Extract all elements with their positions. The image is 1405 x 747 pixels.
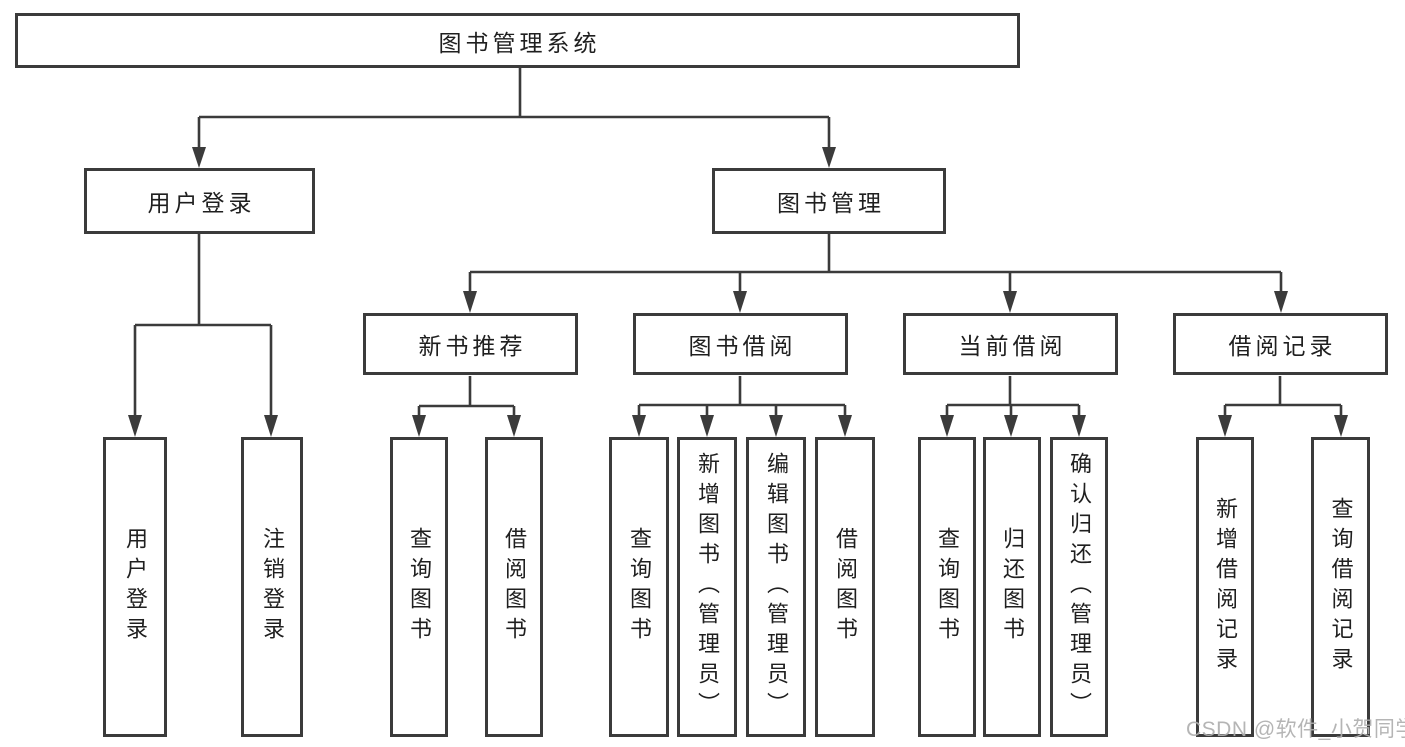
node-confirm-return-admin: 确认归还（管理员） [1050,437,1108,737]
node-library-system: 图书管理系统 [15,13,1020,68]
node-label: 查询图书 [935,527,960,647]
node-add-borrow-record: 新增借阅记录 [1196,437,1254,737]
node-label: 借阅图书 [833,527,858,647]
node-label: 用户登录 [123,527,148,647]
node-current-borrow: 当前借阅 [903,313,1118,375]
node-book-borrow: 图书借阅 [633,313,848,375]
node-logout-op: 注销登录 [241,437,303,737]
node-label: 新增图书（管理员） [695,452,720,722]
node-label: 借阅记录 [1228,333,1337,359]
node-query-borrow-record: 查询借阅记录 [1311,437,1370,737]
edges-book-management [463,234,1288,313]
edges-current-borrow [940,376,1086,437]
node-label: 查询借阅记录 [1328,497,1354,677]
node-new-book-recommend: 新书推荐 [363,313,578,375]
node-borrow-books-recommend: 借阅图书 [485,437,543,737]
node-label: 新书推荐 [418,333,527,359]
edges-new-book-recommend [412,376,521,437]
node-edit-books-admin: 编辑图书（管理员） [746,437,806,737]
node-label: 归还图书 [1000,527,1025,647]
node-user-login-op: 用户登录 [103,437,167,737]
node-label: 编辑图书（管理员） [764,452,789,722]
node-add-books-admin: 新增图书（管理员） [677,437,737,737]
node-label: 用户登录 [147,190,256,216]
node-book-management: 图书管理 [712,168,946,234]
node-query-books-current: 查询图书 [918,437,976,737]
edges-borrow-records [1218,376,1348,437]
node-label: 新增借阅记录 [1213,497,1238,677]
edges-user-login [128,234,278,437]
node-label: 借阅图书 [502,527,527,647]
node-label: 当前借阅 [958,333,1067,359]
edges-book-borrow [632,376,852,437]
watermark-text: CSDN @软件_小贺同学 [1186,718,1405,741]
node-borrow-books-op: 借阅图书 [815,437,875,737]
node-label: 图书借阅 [688,333,797,359]
node-query-books-recommend: 查询图书 [390,437,448,737]
node-label: 确认归还（管理员） [1067,452,1092,722]
node-label: 注销登录 [260,527,285,647]
node-borrow-records: 借阅记录 [1173,313,1388,375]
node-label: 图书管理系统 [438,29,601,56]
node-return-books: 归还图书 [983,437,1041,737]
node-label: 查询图书 [627,527,652,647]
edges-root [192,68,836,168]
node-label: 图书管理 [777,190,885,216]
node-query-books-borrow: 查询图书 [609,437,669,737]
node-user-login: 用户登录 [84,168,315,234]
node-label: 查询图书 [407,527,432,647]
